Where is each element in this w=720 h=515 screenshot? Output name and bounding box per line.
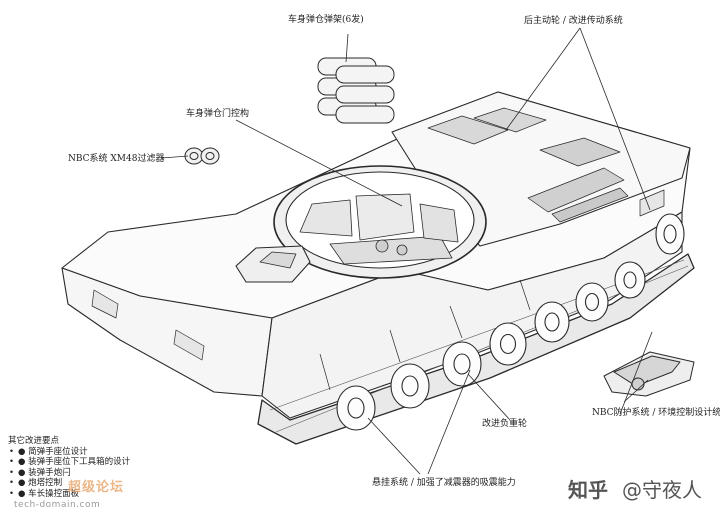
label-hull-door: 车身弹仓门控构 [186,109,250,119]
engine-grilles [427,107,629,223]
zhihu-author: @守夜人 [622,478,702,502]
notes-item: ● 装弹手座位下工具箱的设计 [9,457,130,468]
watermark-zhihu: 知乎 @守夜人 [568,474,702,503]
driver-hatch [235,245,311,283]
label-ammo-rack: 车身弹仓弹架(6发) [288,15,364,25]
notes-item: ● 车长操控面板 [9,489,130,500]
turret-ring [273,165,487,279]
hull-side [261,211,683,419]
ammo-rack [317,57,395,124]
watermark-logo: 超级论坛 [68,480,125,495]
watermark-domain: tech-domain.com [14,500,101,510]
nbc-protection-unit [603,351,695,397]
label-road-wheel: 改进负重轮 [482,419,528,429]
leader-lines [161,27,653,475]
notes-item: ● 炮塔控制 [9,478,130,489]
label-suspension: 悬挂系统 / 加强了减震器的吸震能力 [372,478,516,488]
road-wheels [336,213,685,431]
nbc-filter [184,147,220,165]
notes-item: ● 装弹手炮闩 [9,468,130,479]
label-engine: 后主动轮 / 改进传动系统 [524,16,623,26]
zhihu-brand: 知乎 [568,478,608,502]
notes-title: 其它改进要点 [8,436,60,446]
hull-front-glacis [61,267,273,397]
label-nbc-protection: NBC防护系统 / 环境控制设计统一 [592,408,720,418]
label-nbc-filter: NBC系统 XM48过滤器 [68,154,165,164]
notes-list: ● 简弹手座位设计 ● 装弹手座位下工具箱的设计 ● 装弹手炮闩 ● 炮塔控制 … [8,447,130,500]
improvement-notes: 其它改进要点 ● 简弹手座位设计 ● 装弹手座位下工具箱的设计 ● 装弹手炮闩 … [8,436,130,499]
notes-item: ● 简弹手座位设计 [9,447,130,458]
